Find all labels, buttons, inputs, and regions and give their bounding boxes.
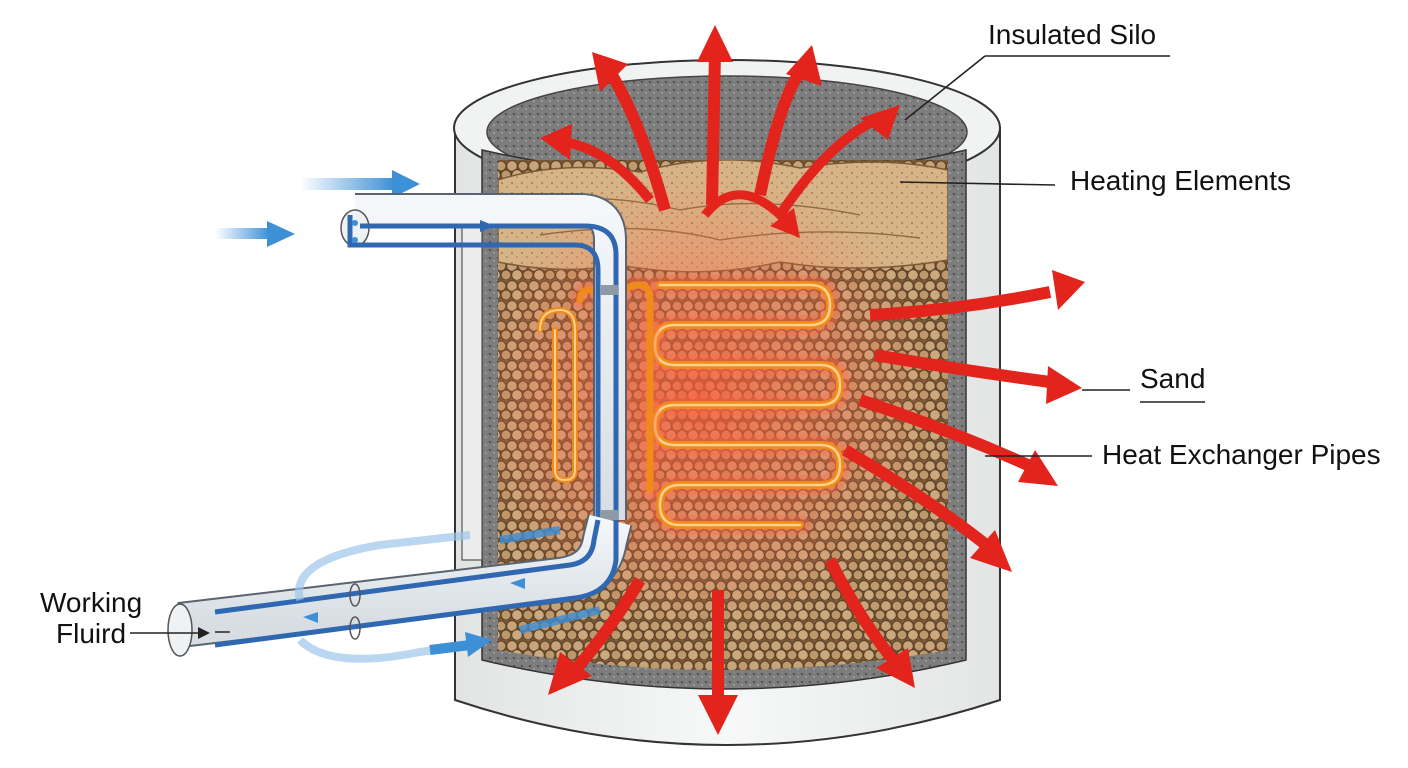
heat-arrow-top-far-left: [540, 124, 654, 204]
heat-arrow-right-2: [873, 349, 1082, 404]
heat-arrow-right-3: [858, 394, 1058, 486]
label-insulated-silo: Insulated Silo: [988, 19, 1156, 50]
inflow-arrow-top: [300, 170, 420, 198]
heat-arrow-top-left: [592, 52, 671, 212]
label-sand: Sand: [1140, 363, 1205, 394]
leader-lines: [130, 55, 1205, 639]
sand-fill: [498, 160, 948, 670]
heat-arrow-right-1: [869, 270, 1085, 321]
heat-arrow-right-4: [841, 444, 1012, 572]
heat-arrow-top-center: [697, 25, 733, 206]
heat-arrows: [540, 25, 1085, 735]
label-heating-elements: Heating Elements: [1070, 165, 1291, 196]
heat-arrow-top-far-right: [775, 105, 900, 218]
heat-arrow-bottom-right: [824, 557, 915, 688]
outflow-arrows: [295, 526, 601, 663]
inflow-arrows: [215, 170, 420, 247]
heat-arrow-bottom-center: [698, 590, 738, 735]
label-working-fluid-line2: Fluird: [56, 618, 126, 649]
inflow-arrow-middle: [215, 221, 295, 247]
heat-arrow-bottom-left: [548, 576, 646, 695]
text-labels: Insulated Silo Heating Elements Sand Hea…: [40, 19, 1381, 649]
heat-arrow-top-right: [754, 45, 822, 197]
label-working-fluid-line1: Working: [40, 587, 142, 618]
label-heat-exchanger-pipes: Heat Exchanger Pipes: [1102, 439, 1381, 470]
heat-arrow-down-center: [701, 190, 800, 238]
heat-exchanger-pipes: [167, 193, 633, 657]
